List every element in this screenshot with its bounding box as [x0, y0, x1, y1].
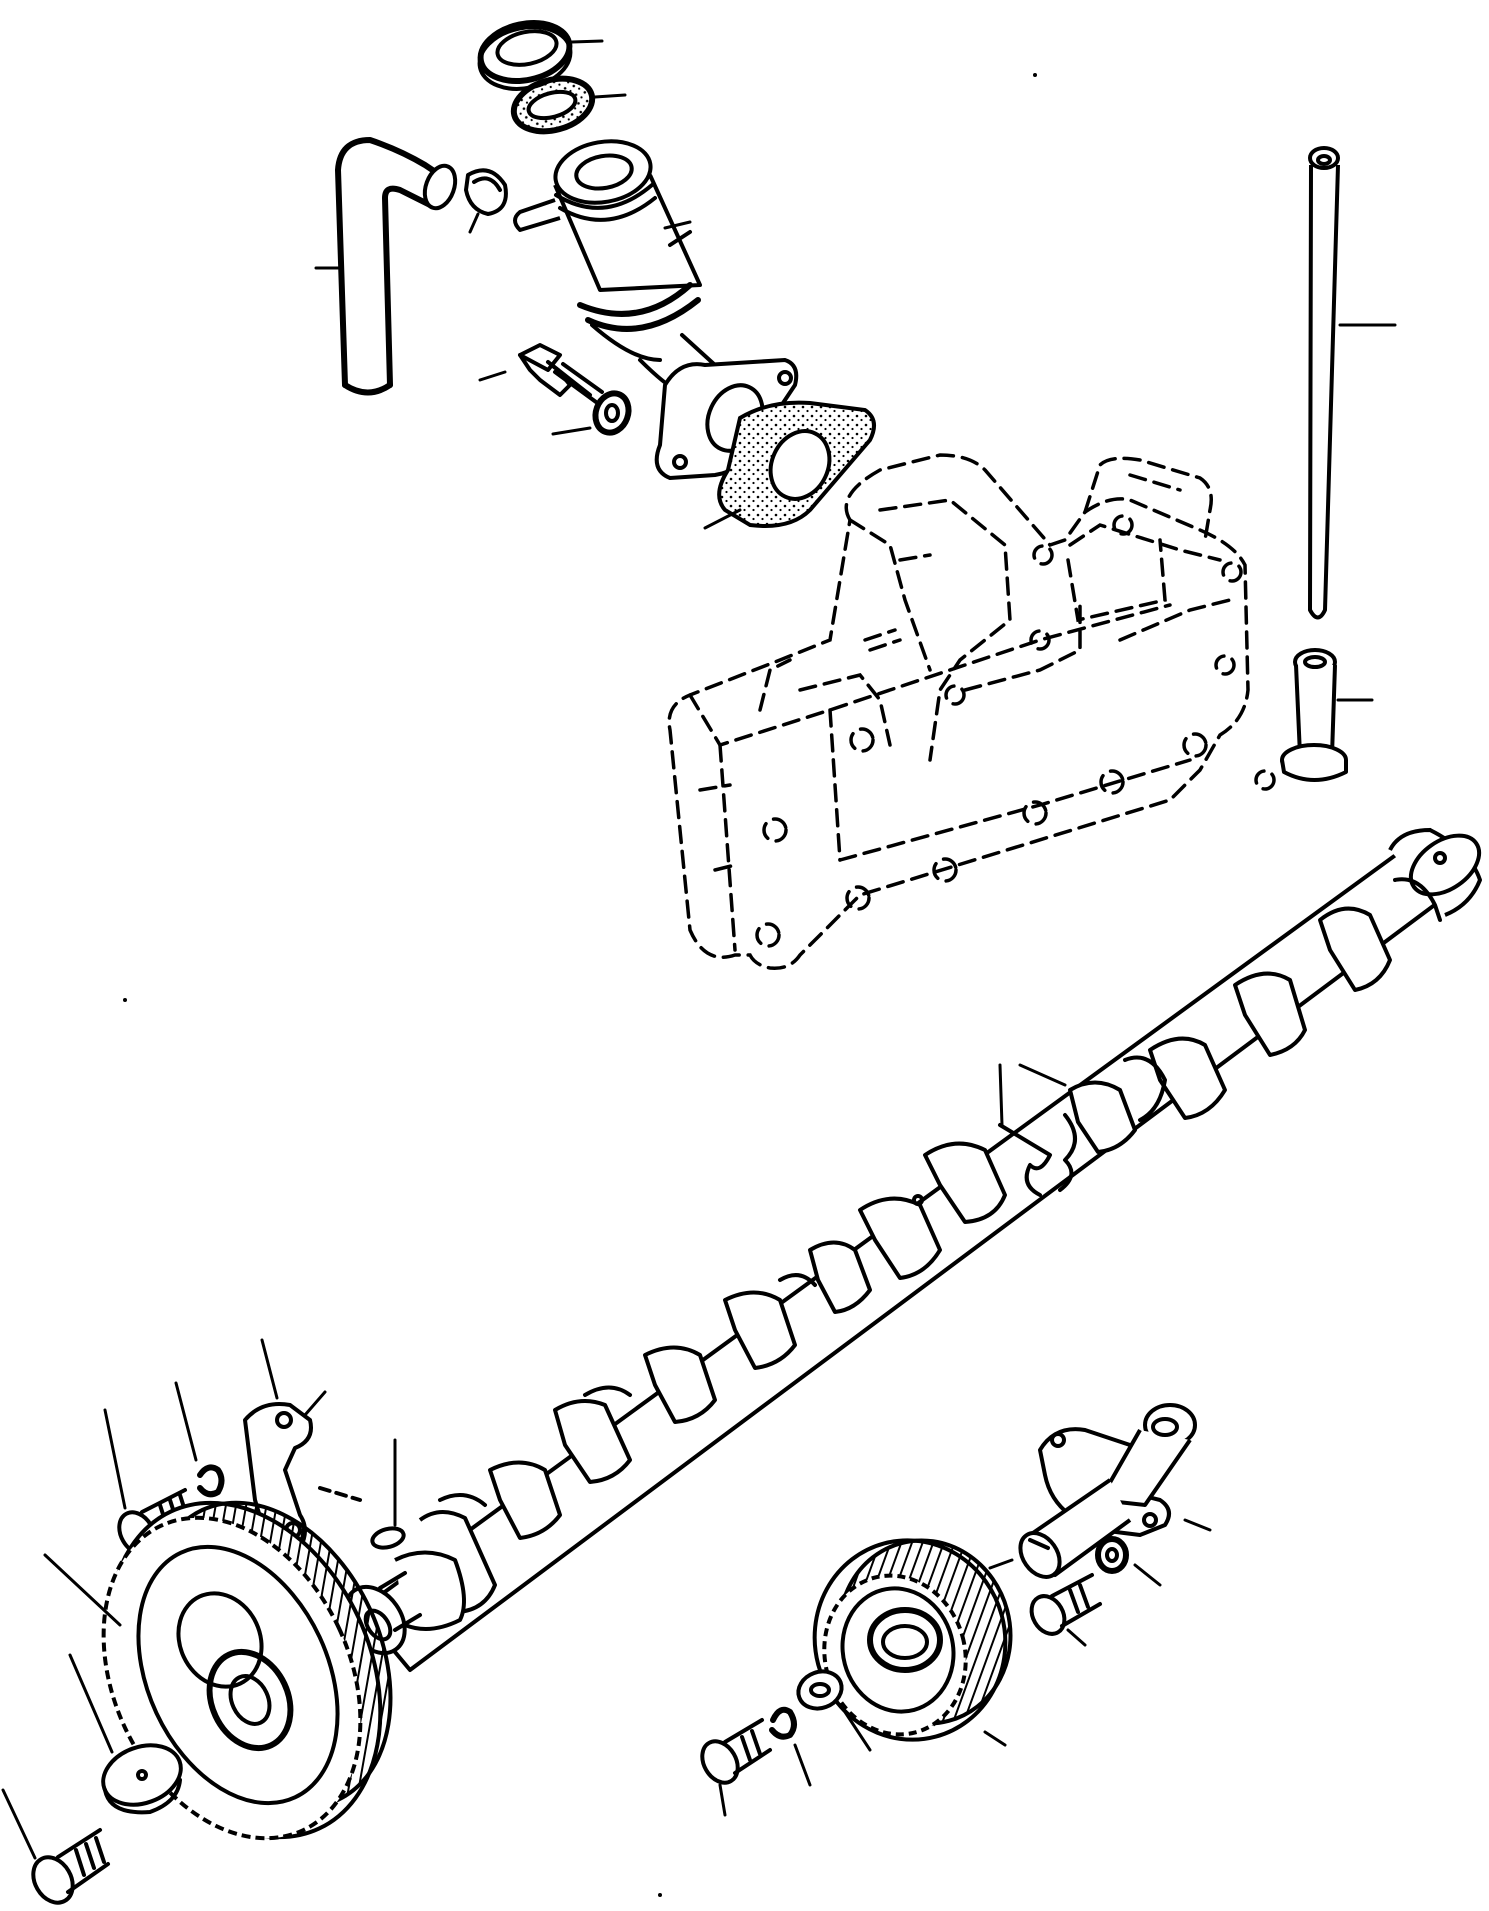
- woodruff-key: [370, 1440, 406, 1551]
- scan-speck: [658, 1893, 662, 1897]
- breather-hose: [316, 140, 461, 393]
- flange-gasket: [705, 403, 874, 528]
- shaft-bolt: [1025, 1575, 1100, 1645]
- idler-shaft: [990, 1405, 1210, 1584]
- idler-bolt: [695, 1720, 770, 1815]
- shaft-lock-washer: [1098, 1539, 1160, 1585]
- scan-speck: [1033, 73, 1037, 77]
- idler-lock-washer: [772, 1710, 810, 1785]
- cam-gear: [45, 1459, 437, 1882]
- rocker-cover-housing: [669, 455, 1274, 968]
- flange-bolt: [480, 345, 602, 402]
- push-rod: [1310, 148, 1395, 618]
- flange-washer: [553, 389, 634, 438]
- hose-clamp: [466, 170, 506, 232]
- tappet: [1282, 650, 1372, 780]
- idler-washer: [793, 1666, 870, 1750]
- cam-gear-washer: [70, 1655, 189, 1815]
- scan-speck: [123, 998, 127, 1002]
- seal-ring: [508, 70, 625, 139]
- idler-gear: [792, 1519, 1031, 1761]
- thrust-plate-washer: [176, 1383, 222, 1494]
- cam-gear-bolt: [3, 1790, 108, 1910]
